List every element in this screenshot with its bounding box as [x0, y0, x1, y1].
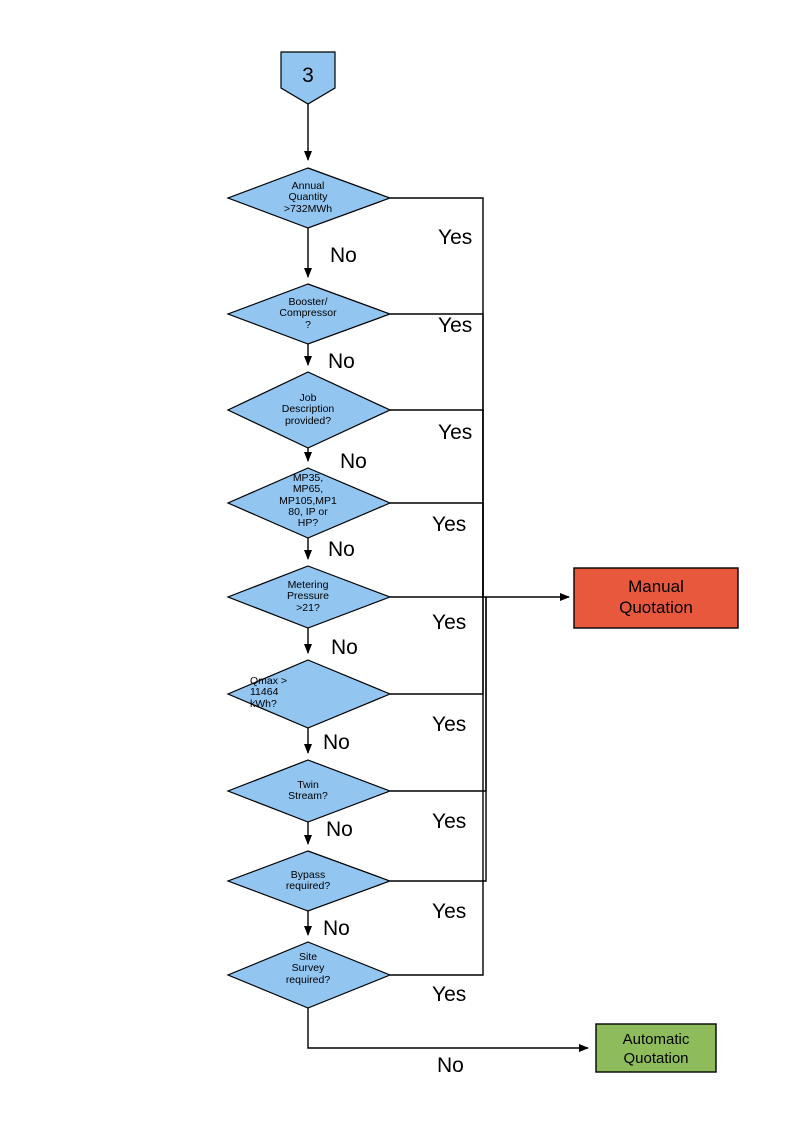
- edge-yes-bypass-required: [390, 597, 487, 882]
- decision-twin-stream-shape: [226, 759, 392, 823]
- edge-label-no-twin-stream: No: [326, 818, 353, 841]
- edge-yes-booster-compressor: [390, 313, 484, 597]
- start-connector-shape: [280, 51, 336, 105]
- decision-booster-compressor-shape: [226, 283, 392, 345]
- edge-label-no-metering-pressure: No: [331, 636, 358, 659]
- edge-label-no-site-survey: No: [437, 1054, 464, 1077]
- terminal-automatic-quotation-shape: [595, 1023, 717, 1073]
- edge-label-no-annual-quantity: No: [330, 244, 357, 267]
- edge-yes-meter-type: [390, 502, 484, 597]
- edge-label-no-bypass-required: No: [323, 917, 350, 940]
- edge-label-no-meter-type: No: [328, 538, 355, 561]
- edge-label-yes-annual-quantity: Yes: [438, 226, 473, 249]
- decision-job-description-shape: [226, 371, 392, 449]
- decision-meter-type-shape: [226, 467, 392, 539]
- edge-label-yes-site-survey: Yes: [432, 983, 467, 1006]
- edge-label-no-job-description: No: [340, 450, 367, 473]
- decision-qmax-shape: [226, 659, 392, 729]
- decision-annual-quantity-shape: [226, 167, 392, 229]
- decision-site-survey-shape: [226, 941, 392, 1009]
- edge-label-yes-bypass-required: Yes: [432, 900, 467, 923]
- edge-label-yes-twin-stream: Yes: [432, 810, 467, 833]
- edge-label-yes-metering-pressure: Yes: [432, 611, 467, 634]
- terminal-manual-quotation-shape: [573, 567, 739, 629]
- edge-label-no-booster-compressor: No: [328, 350, 355, 373]
- decision-metering-pressure-shape: [226, 565, 392, 629]
- edge-label-yes-booster-compressor: Yes: [438, 314, 473, 337]
- edge-label-yes-job-description: Yes: [438, 421, 473, 444]
- decision-bypass-required-shape: [226, 850, 392, 912]
- edge-label-no-qmax: No: [323, 731, 350, 754]
- edge-label-yes-meter-type: Yes: [432, 513, 467, 536]
- edge-no-site-survey-to-automatic: [307, 1008, 589, 1052]
- edge-yes-site-survey: [390, 597, 484, 976]
- edge-label-yes-qmax: Yes: [432, 713, 467, 736]
- edge-yes-annual-quantity: [390, 197, 484, 597]
